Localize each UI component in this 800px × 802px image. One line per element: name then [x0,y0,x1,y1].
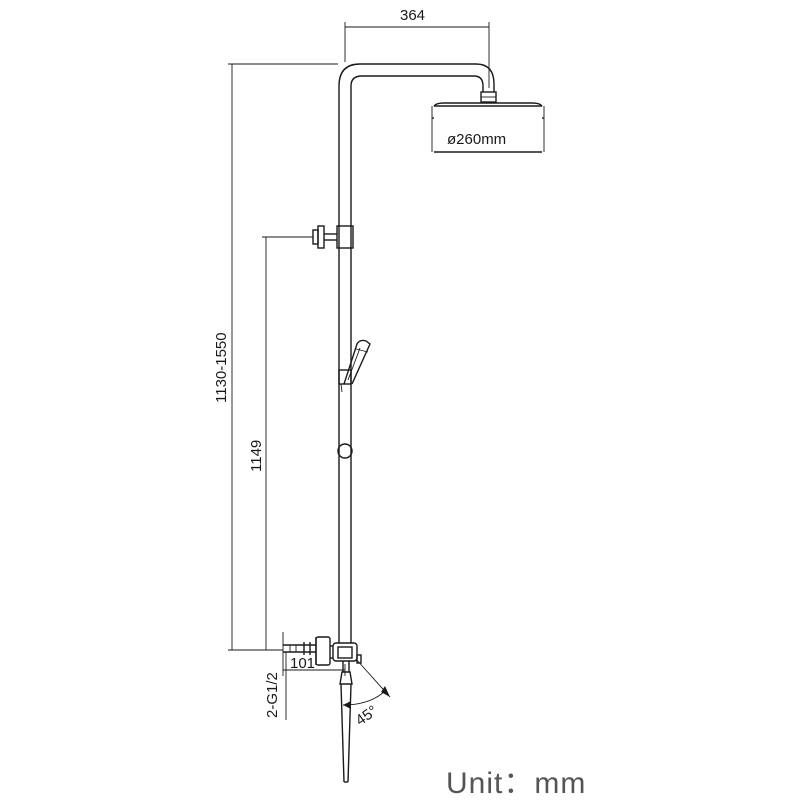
wall-bracket [312,225,354,249]
bracket-height-dimension: 1149 [248,236,313,650]
inlet-offset-label: 101 [290,655,315,672]
bracket-height-label: 1149 [248,440,265,472]
inlet-thread-callout: 2-G1/2 [264,652,287,720]
unit-label: Unit：mm [446,767,587,800]
total-height-label: 1130-1550 [213,332,230,403]
shower-arm [338,63,495,92]
riser-pipe [338,86,352,640]
hand-shower [338,339,371,393]
mixer-valve [283,636,362,783]
arm-width-dimension: 364 [344,7,490,88]
slider [337,443,353,459]
arm-width-label: 364 [400,7,425,24]
shower-head: ø260mm [431,91,545,153]
angle-label: 45° [353,702,381,729]
inlet-thread-label: 2-G1/2 [264,672,281,718]
head-diameter-label: ø260mm [447,131,506,148]
inlet-offset-dimension: 101 [282,632,346,676]
total-height-dimension: 1130-1550 [213,63,338,651]
